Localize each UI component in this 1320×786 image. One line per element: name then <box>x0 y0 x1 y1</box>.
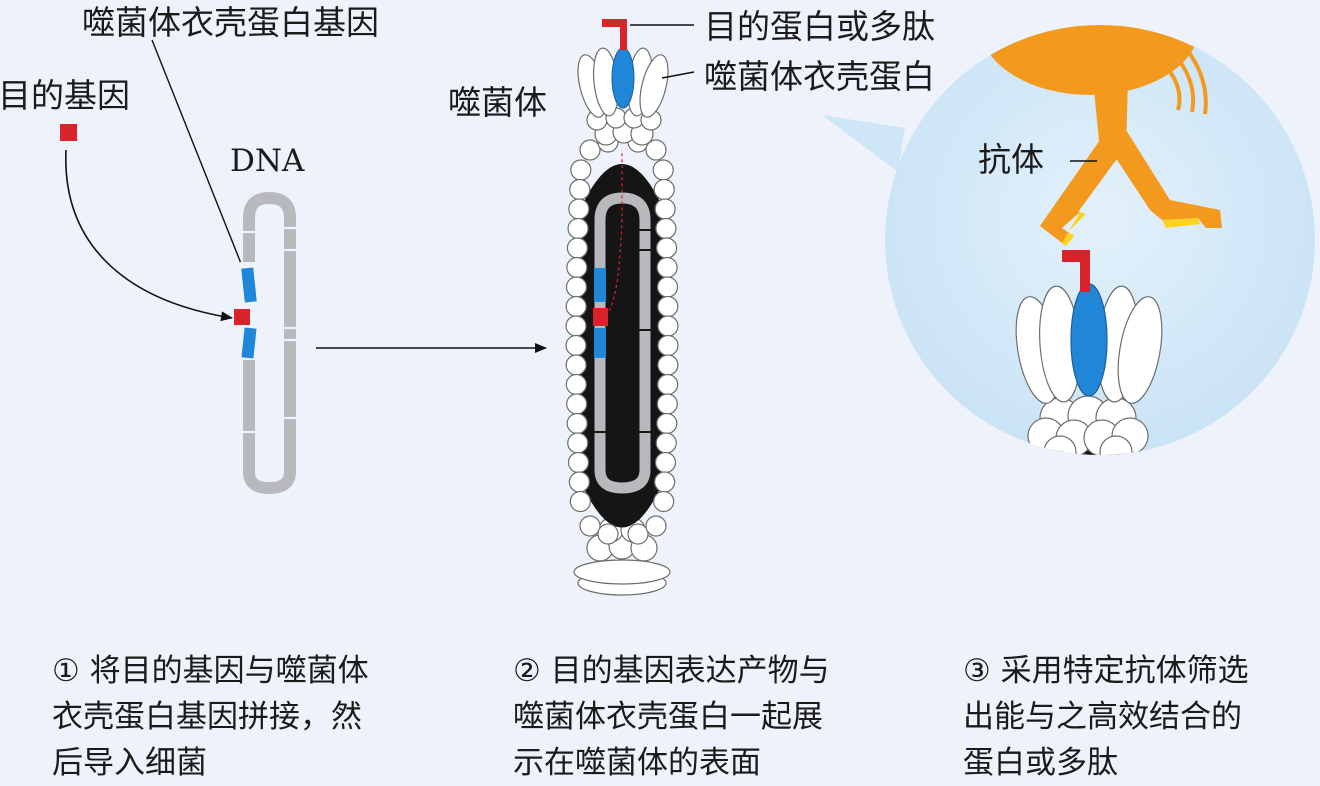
coat-bead <box>565 315 587 337</box>
coat-bead <box>657 315 679 337</box>
coat-bead <box>653 178 675 201</box>
coat-bead <box>570 159 592 181</box>
displayed-coat-protein <box>611 47 635 109</box>
displayed-target-peptide <box>602 19 627 50</box>
coat-bead <box>566 237 589 259</box>
coat-bead <box>653 490 675 513</box>
coat-bead <box>568 198 590 220</box>
antibody-label: 抗体 <box>978 140 1044 179</box>
coat-gene-segment-top <box>241 267 257 303</box>
caption-line: ② 目的基因表达产物与 <box>513 653 830 689</box>
zoomed-phage-tip <box>1015 283 1163 455</box>
coat-bead <box>567 217 589 240</box>
caption-line: 衣壳蛋白基因拼接，然 <box>52 699 362 735</box>
coat-bead <box>565 295 587 318</box>
target-protein-label: 目的蛋白或多肽 <box>704 7 935 46</box>
caption-line: 出能与之高效结合的 <box>963 699 1242 735</box>
cell-dome <box>980 25 1200 95</box>
coat-bead <box>654 471 676 493</box>
step3-caption: ③ 采用特定抗体筛选 出能与之高效结合的 蛋白或多肽 <box>963 648 1249 786</box>
coat-protein-petals <box>577 47 669 118</box>
coat-bead <box>566 393 588 415</box>
coat-bead <box>565 373 587 396</box>
coat-bead <box>645 515 667 537</box>
phage-top-cap <box>586 107 662 146</box>
coat-bead <box>568 471 590 493</box>
coat-bead <box>597 523 619 545</box>
target-gene-square <box>60 124 77 141</box>
coat-bead <box>654 198 676 220</box>
coat-bead <box>655 432 677 454</box>
coat-bead <box>656 412 678 435</box>
coat-bead <box>656 276 679 298</box>
coat-protein-leader <box>661 71 695 79</box>
caption-line: 后导入细菌 <box>52 745 207 781</box>
zoom-circle <box>885 25 1315 455</box>
coat-bead <box>657 354 679 376</box>
caption-line: ③ 采用特定抗体筛选 <box>963 653 1249 689</box>
coat-bead <box>656 393 678 415</box>
coat-bead <box>579 515 601 537</box>
coat-bead <box>627 523 649 545</box>
coat-gene-segment-bottom <box>241 327 257 359</box>
coat-bead <box>569 178 591 201</box>
dna-label: DNA <box>230 143 305 179</box>
phage-coat-beads <box>565 131 679 545</box>
coat-bead <box>565 354 587 376</box>
coat-bead <box>656 256 678 279</box>
zoom-pointer <box>822 115 905 172</box>
caption-line: 蛋白或多肽 <box>963 745 1118 781</box>
coat-bead <box>565 276 588 298</box>
coat-bead <box>569 490 591 513</box>
coat-protein-label: 噬菌体衣壳蛋白 <box>704 57 935 96</box>
coat-bead <box>565 334 587 357</box>
coat-bead <box>657 334 679 357</box>
step1-caption: ① 将目的基因与噬菌体 衣壳蛋白基因拼接，然 后导入细菌 <box>52 648 369 786</box>
phage-label: 噬菌体 <box>448 83 547 122</box>
phage <box>565 19 695 596</box>
coat-bead <box>655 217 677 240</box>
coat-bead <box>567 451 590 474</box>
step2-caption: ② 目的基因表达产物与 噬菌体衣壳蛋白一起展 示在噬菌体的表面 <box>513 648 830 786</box>
caption-line: 示在噬菌体的表面 <box>513 745 761 781</box>
coat-bead <box>579 139 601 161</box>
coat-bead <box>567 432 589 454</box>
coat-bead <box>645 139 667 161</box>
caption-line: ① 将目的基因与噬菌体 <box>52 653 369 689</box>
coat-gene-leader-line <box>151 39 247 277</box>
phage-body <box>580 164 664 528</box>
coat-bead <box>657 373 679 396</box>
dna-loop <box>234 191 297 495</box>
coat-bead <box>657 295 679 318</box>
antibody <box>1040 80 1222 246</box>
coat-bead <box>654 451 677 474</box>
insert-arrow <box>65 149 233 322</box>
inserted-target-gene <box>234 309 250 325</box>
coat-bead <box>566 256 588 279</box>
zoom-view <box>822 25 1315 455</box>
coat-gene-label: 噬菌体衣壳蛋白基因 <box>82 3 379 42</box>
target-gene-label: 目的基因 <box>0 76 130 115</box>
step1-diagram <box>60 39 297 495</box>
caption-line: 噬菌体衣壳蛋白一起展 <box>513 699 823 735</box>
zoomed-target-peptide <box>1062 250 1090 292</box>
coat-bead <box>566 412 588 435</box>
coat-bead <box>655 237 678 259</box>
phage-dna <box>593 150 652 494</box>
coat-bead <box>652 159 674 181</box>
